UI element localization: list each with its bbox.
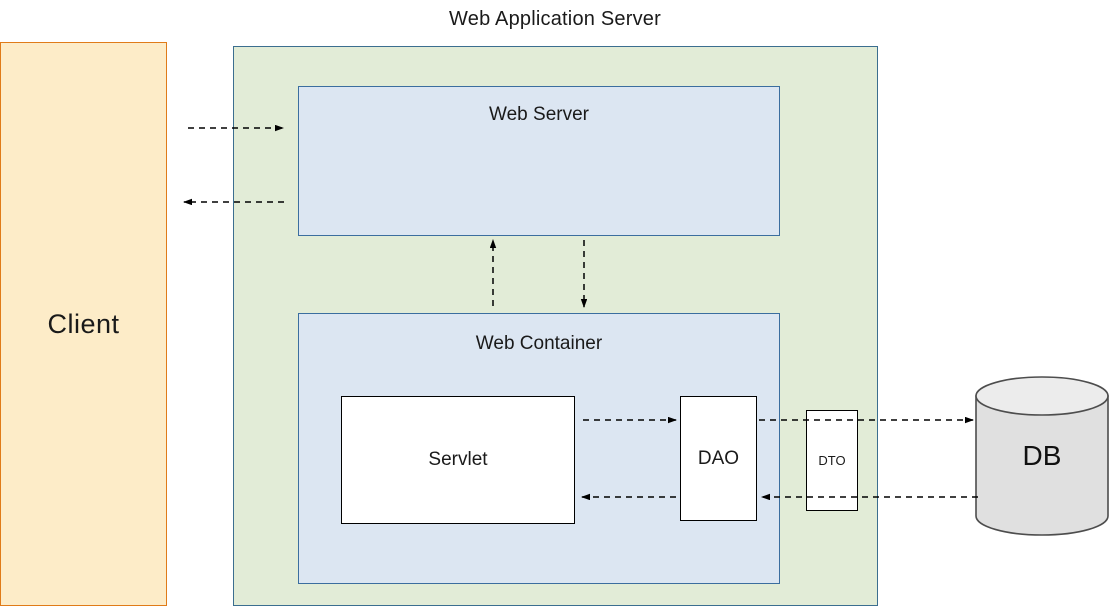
db-cylinder-body xyxy=(975,395,1109,536)
node-client: Client xyxy=(0,42,167,606)
page-title: Web Application Server xyxy=(449,8,661,30)
node-servlet: Servlet xyxy=(341,396,575,524)
node-dao: DAO xyxy=(680,396,757,521)
node-db xyxy=(975,376,1109,536)
node-dto: DTO xyxy=(806,410,858,511)
node-client-label: Client xyxy=(47,308,120,339)
node-web-server: Web Server xyxy=(298,86,780,236)
node-web-container-label: Web Container xyxy=(475,333,603,354)
db-cylinder-top xyxy=(975,376,1109,416)
node-web-server-label: Web Server xyxy=(489,104,589,125)
